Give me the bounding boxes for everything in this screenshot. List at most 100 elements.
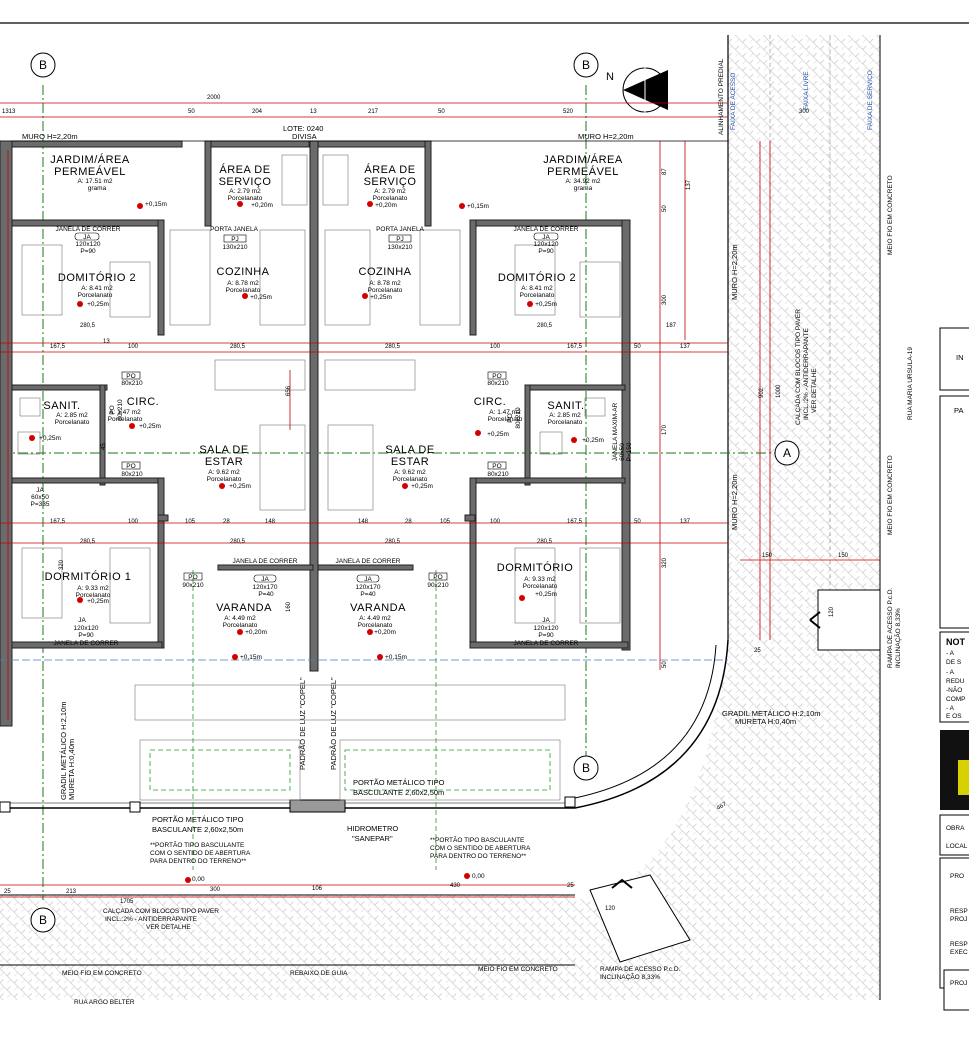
svg-text:FAIXA DE ACESSO: FAIXA DE ACESSO <box>730 73 737 130</box>
svg-text:80x210: 80x210 <box>121 471 143 478</box>
svg-text:JANELA DE CORRER: JANELA DE CORRER <box>513 226 578 233</box>
svg-text:120: 120 <box>829 606 835 617</box>
svg-text:COM O SENTIDO DE ABERTURA: COM O SENTIDO DE ABERTURA <box>150 850 251 857</box>
svg-text:25: 25 <box>4 889 11 895</box>
axis-a-right: A <box>783 446 791 460</box>
svg-text:RESP: RESP <box>950 941 968 948</box>
svg-text:28: 28 <box>405 519 412 525</box>
svg-text:SERVIÇO: SERVIÇO <box>364 176 417 188</box>
svg-text:PO: PO <box>188 574 197 581</box>
svg-text:RAMPA DE ACESSO P.c.D.: RAMPA DE ACESSO P.c.D. <box>600 966 681 973</box>
svg-text:RUA ARGO BELTER: RUA ARGO BELTER <box>74 999 135 1006</box>
svg-text:"SANEPAR": "SANEPAR" <box>352 834 393 843</box>
svg-text:Porcelanato: Porcelanato <box>78 292 113 299</box>
svg-text:80x210: 80x210 <box>117 399 124 421</box>
svg-text:grama: grama <box>88 185 107 192</box>
svg-text:167,5: 167,5 <box>567 344 583 350</box>
svg-text:A: 1.47 m2: A: 1.47 m2 <box>489 409 521 416</box>
site-boundaries <box>0 140 728 870</box>
svg-text:+0,25m: +0,25m <box>229 483 251 490</box>
svg-text:280,5: 280,5 <box>230 539 246 545</box>
axis-b-top-right: B <box>582 58 590 72</box>
svg-text:MEIO FIO EM CONCRETO: MEIO FIO EM CONCRETO <box>887 175 894 255</box>
svg-text:MEIO FIO EM CONCRETO: MEIO FIO EM CONCRETO <box>887 455 894 535</box>
svg-text:COZINHA: COZINHA <box>217 266 270 278</box>
svg-text:JA: JA <box>36 487 44 494</box>
svg-text:INCL.:2% - ANTIDERRAPANTE: INCL.:2% - ANTIDERRAPANTE <box>803 327 810 420</box>
svg-text:JARDIM/ÁREA: JARDIM/ÁREA <box>543 153 623 166</box>
svg-text:GRADIL METÁLICO H:2,10m: GRADIL METÁLICO H:2,10m <box>722 709 821 718</box>
svg-text:JA: JA <box>364 576 372 583</box>
svg-text:320: 320 <box>59 559 65 570</box>
svg-text:PORTÃO METÁLICO TIPO: PORTÃO METÁLICO TIPO <box>353 778 445 787</box>
svg-text:150: 150 <box>838 553 849 559</box>
svg-text:167,5: 167,5 <box>567 519 583 525</box>
svg-text:JA: JA <box>83 234 91 241</box>
svg-text:JANELA MAXIM-AR: JANELA MAXIM-AR <box>612 402 619 461</box>
svg-text:280,5: 280,5 <box>80 323 96 329</box>
svg-text:90x210: 90x210 <box>182 582 204 589</box>
access-ramp-right <box>809 589 881 651</box>
svg-text:100: 100 <box>490 344 501 350</box>
svg-text:120: 120 <box>605 906 616 912</box>
svg-text:13: 13 <box>103 339 110 345</box>
svg-text:JA: JA <box>542 617 550 624</box>
svg-text:COMP: COMP <box>946 696 966 703</box>
svg-text:430: 430 <box>450 883 461 889</box>
svg-text:Porcelanato: Porcelanato <box>523 583 558 590</box>
svg-text:PROJ: PROJ <box>950 916 967 923</box>
svg-text:Porcelanato: Porcelanato <box>520 292 555 299</box>
svg-text:A: 1.47 m2: A: 1.47 m2 <box>109 409 141 416</box>
svg-text:213: 213 <box>66 889 77 895</box>
svg-text:A: 4.49 m2: A: 4.49 m2 <box>224 615 256 622</box>
svg-text:167,5: 167,5 <box>50 519 66 525</box>
svg-text:217: 217 <box>368 109 379 115</box>
svg-text:COZINHA: COZINHA <box>359 266 412 278</box>
svg-text:+0,25m: +0,25m <box>39 435 61 442</box>
svg-text:JA: JA <box>78 617 86 624</box>
svg-text:106: 106 <box>312 886 323 892</box>
svg-text:PADRÃO DE LUZ "COPEL": PADRÃO DE LUZ "COPEL" <box>329 677 338 770</box>
svg-text:P=90: P=90 <box>80 248 96 255</box>
svg-text:170: 170 <box>662 424 668 435</box>
svg-text:REBAIXO DE GUIA: REBAIXO DE GUIA <box>290 970 348 977</box>
svg-text:VER DETALHE: VER DETALHE <box>146 924 191 931</box>
svg-text:80x210: 80x210 <box>515 407 522 429</box>
svg-text:+0,25m: +0,25m <box>370 294 392 301</box>
svg-text:HIDROMETRO: HIDROMETRO <box>347 824 398 833</box>
svg-text:+0,15m: +0,15m <box>385 654 407 661</box>
svg-text:80x210: 80x210 <box>487 471 509 478</box>
svg-text:300: 300 <box>210 887 221 893</box>
svg-text:P=90: P=90 <box>538 632 554 639</box>
svg-text:+0,20m: +0,20m <box>245 629 267 636</box>
svg-text:ÁREA DE: ÁREA DE <box>364 163 415 176</box>
svg-text:120x120: 120x120 <box>534 241 559 248</box>
svg-text:BASCULANTE 2,60x2,50m: BASCULANTE 2,60x2,50m <box>152 825 243 834</box>
svg-text:PORTA JANELA: PORTA JANELA <box>210 226 258 233</box>
svg-text:A: 8.78 m2: A: 8.78 m2 <box>227 280 259 287</box>
svg-text:P=40: P=40 <box>360 591 376 598</box>
svg-text:Porcelanato: Porcelanato <box>223 622 258 629</box>
svg-text:28: 28 <box>223 519 230 525</box>
svg-text:A: 8.41 m2: A: 8.41 m2 <box>521 285 553 292</box>
svg-text:PO: PO <box>126 463 135 470</box>
svg-text:PORTÃO METÁLICO TIPO: PORTÃO METÁLICO TIPO <box>152 815 244 824</box>
svg-text:120x120: 120x120 <box>76 241 101 248</box>
svg-text:JANELA DE CORRER: JANELA DE CORRER <box>513 640 578 647</box>
svg-text:100: 100 <box>128 519 139 525</box>
svg-text:GRADIL METÁLICO H:2,10m: GRADIL METÁLICO H:2,10m <box>59 702 68 801</box>
svg-text:2000: 2000 <box>207 95 221 101</box>
svg-text:A: 8.41 m2: A: 8.41 m2 <box>81 285 113 292</box>
svg-text:120x120: 120x120 <box>534 625 559 632</box>
svg-text:1705: 1705 <box>120 899 134 905</box>
svg-text:PORTA JANELA: PORTA JANELA <box>376 226 424 233</box>
svg-text:PERMEÁVEL: PERMEÁVEL <box>54 165 126 178</box>
svg-text:50: 50 <box>188 109 195 115</box>
axis-b-bottom-left: B <box>39 913 47 927</box>
svg-text:0,00: 0,00 <box>472 873 485 880</box>
